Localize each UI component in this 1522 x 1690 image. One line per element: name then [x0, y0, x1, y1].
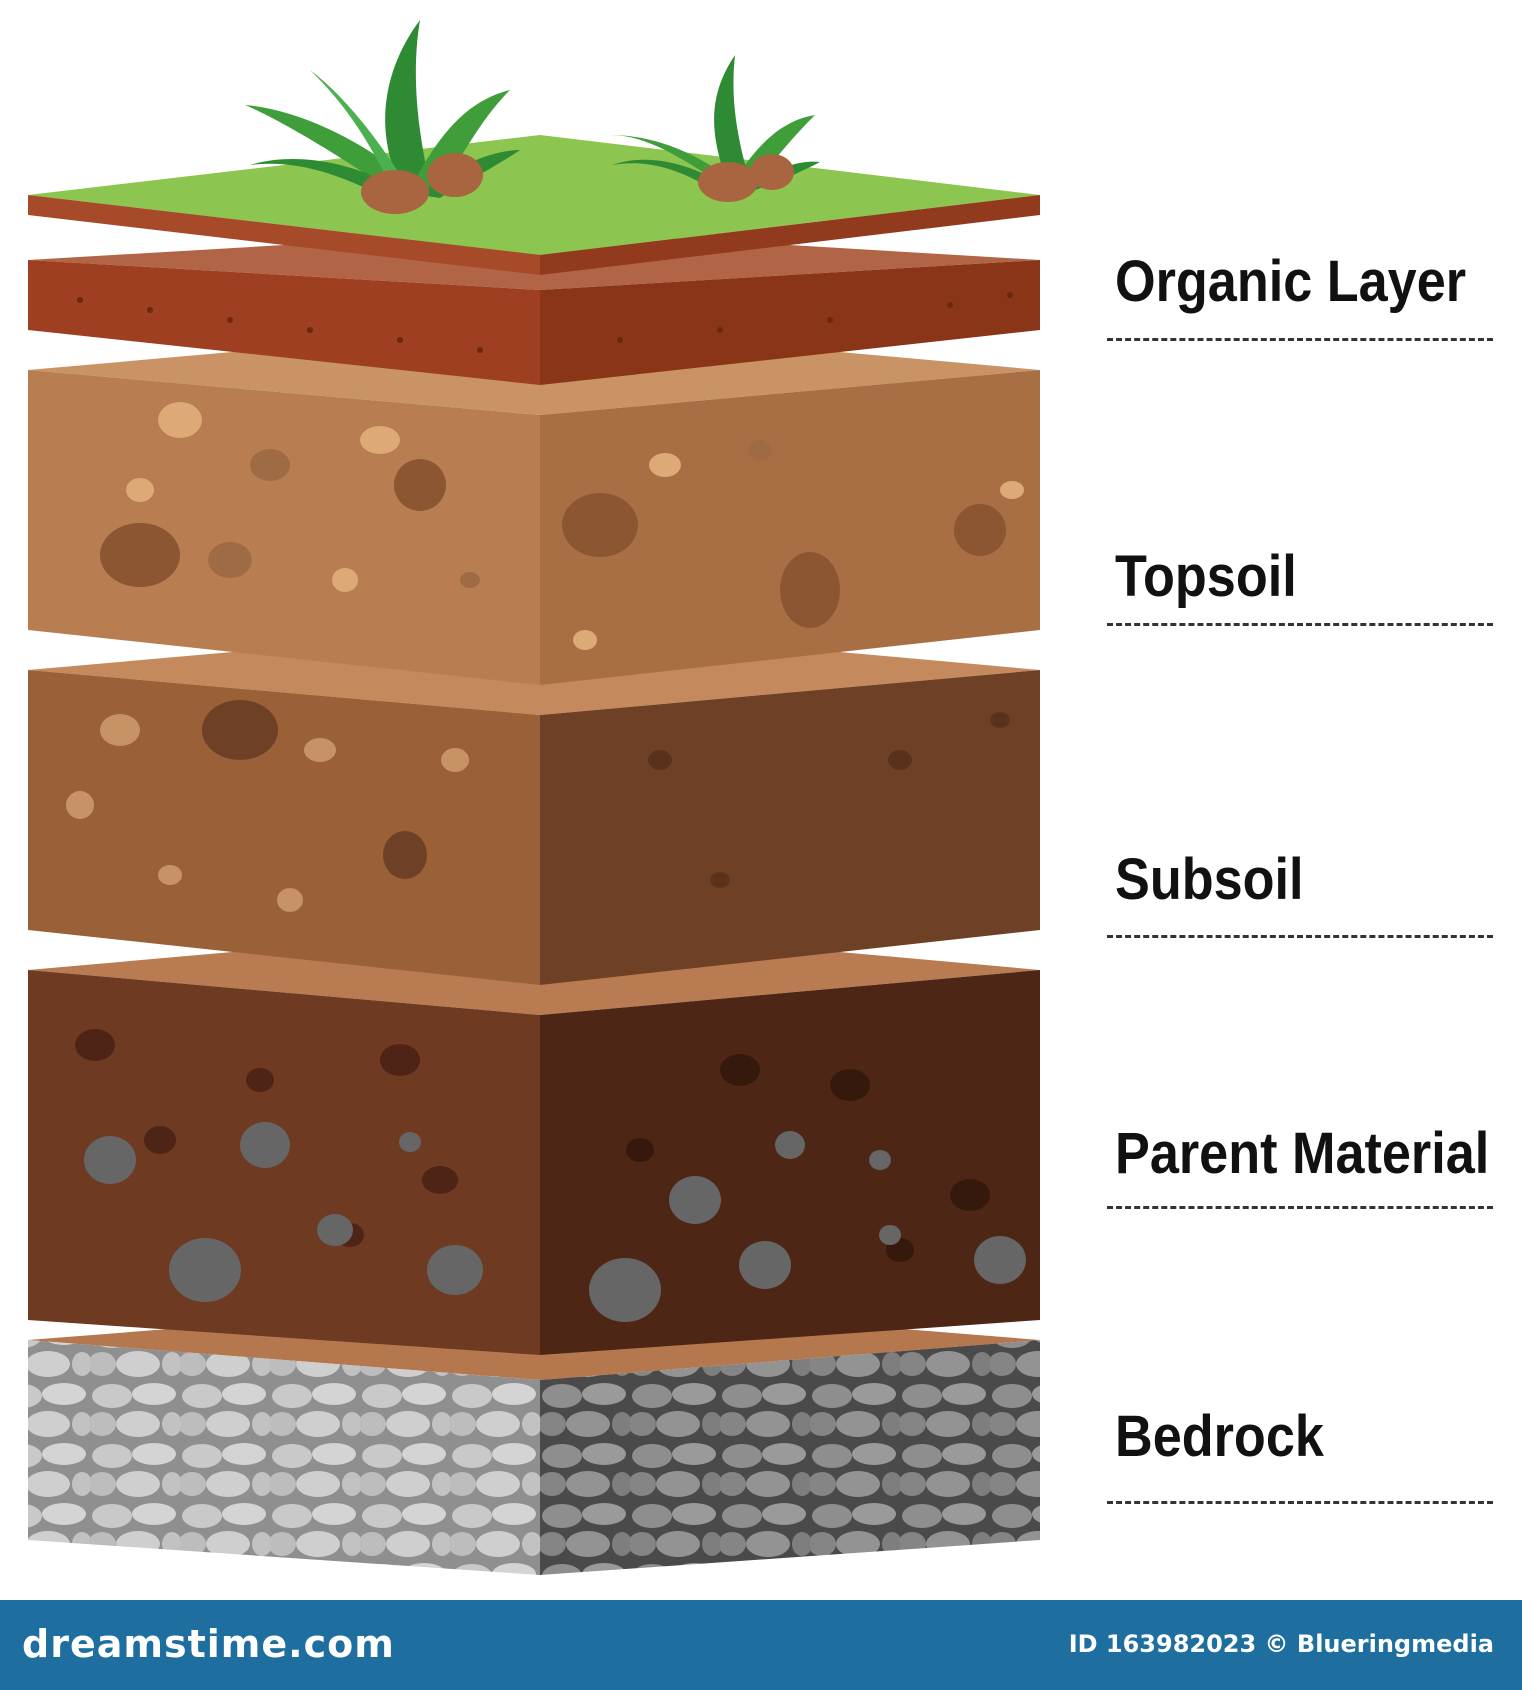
grass-tuft-right-icon [610, 55, 820, 202]
divider-bedrock [1107, 1501, 1493, 1504]
footer-bar: dreamstime.com ID 163982023 © Blueringme… [0, 1600, 1522, 1690]
soil-layers-diagram [28, 20, 1040, 1575]
topsoil-block [28, 325, 1040, 685]
footer-credit: ID 163982023 © Blueringmedia [1068, 1630, 1494, 1658]
divider-organic-layer [1107, 338, 1493, 341]
label-organic-layer: Organic Layer [1115, 249, 1467, 314]
label-topsoil: Topsoil [1115, 544, 1297, 609]
divider-topsoil [1107, 623, 1493, 626]
label-subsoil: Subsoil [1115, 847, 1304, 912]
parent-material-block [28, 925, 1040, 1355]
divider-subsoil [1107, 935, 1493, 938]
divider-parent-material [1107, 1206, 1493, 1209]
label-parent-material: Parent Material [1115, 1121, 1490, 1186]
grass-tuft-left-icon [245, 20, 520, 214]
bedrock-block [28, 1300, 1040, 1575]
label-bedrock: Bedrock [1115, 1404, 1324, 1469]
footer-site-name: dreamstime.com [22, 1622, 395, 1666]
